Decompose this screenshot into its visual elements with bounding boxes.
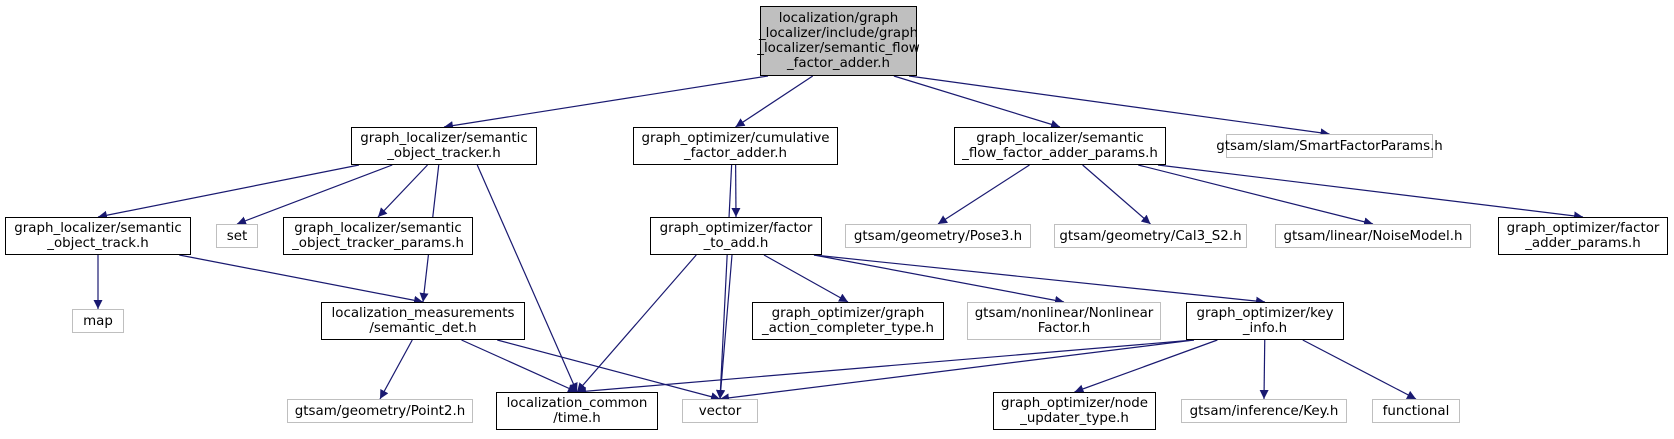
node-root-file: localization/graph _localizer/include/gr… [757, 6, 920, 76]
node-point2: gtsam/geometry/Point2.h [287, 399, 473, 423]
node-cal3-s2: gtsam/geometry/Cal3_S2.h [1054, 224, 1247, 248]
edge-kinfo-to-key [1259, 339, 1269, 400]
node-smart-factor-params: gtsam/slam/SmartFactorParams.h [1216, 134, 1443, 158]
node-semantic-flow-factor-adder-params[interactable]: graph_localizer/semantic _flow_factor_ad… [954, 127, 1166, 165]
edge-sot-to-sotk [97, 164, 360, 220]
edge-sotk-to-sdet [179, 254, 424, 305]
edge-sffap-to-cal3 [1082, 164, 1151, 225]
node-semantic-det[interactable]: localization_measurements /semantic_det.… [321, 302, 525, 340]
node-vector: vector [682, 399, 758, 423]
node-factor-adder-params[interactable]: graph_optimizer/factor _adder_params.h [1498, 217, 1668, 255]
node-inference-key: gtsam/inference/Key.h [1181, 399, 1347, 423]
edge-root-to-cfa [735, 75, 814, 128]
edge-fta-to-time [576, 254, 697, 393]
edge-cfa-to-vector [715, 164, 733, 400]
node-semantic-object-track[interactable]: graph_localizer/semantic _object_track.h [5, 217, 191, 255]
edge-fta-to-vector [716, 254, 733, 400]
node-key-info[interactable]: graph_optimizer/key _info.h [1186, 302, 1344, 340]
edge-fta-to-nlf [813, 254, 1065, 305]
node-factor-to-add[interactable]: graph_optimizer/factor _to_add.h [650, 217, 822, 255]
node-localization-common-time[interactable]: localization_common /time.h [496, 392, 658, 430]
edge-kinfo-to-nut [1074, 339, 1218, 394]
edge-sot-to-time [476, 164, 578, 393]
node-set: set [216, 224, 258, 248]
edge-fta-to-gact [763, 254, 849, 303]
node-functional: functional [1372, 399, 1460, 423]
node-semantic-object-tracker[interactable]: graph_localizer/semantic _object_tracker… [351, 127, 537, 165]
edge-root-to-sffap [893, 75, 1061, 129]
edge-sot-to-sotp [377, 164, 428, 218]
node-semantic-object-tracker-params[interactable]: graph_localizer/semantic _object_tracker… [283, 217, 473, 255]
node-map: map [72, 309, 124, 333]
edge-fta-to-kinfo [813, 254, 1266, 306]
node-pose3: gtsam/geometry/Pose3.h [845, 224, 1031, 248]
node-graph-action-completer-type[interactable]: graph_optimizer/graph _action_completer_… [752, 302, 944, 340]
node-cumulative-factor-adder[interactable]: graph_optimizer/cumulative _factor_adder… [633, 127, 838, 165]
edge-sffap-to-pose3 [937, 164, 1030, 225]
edge-kinfo-to-time [576, 339, 1195, 396]
edge-kinfo-to-vector [719, 339, 1195, 403]
edge-sffap-to-fap [1157, 164, 1584, 221]
edge-sdet-to-pt2 [379, 339, 413, 400]
node-nonlinear-factor: gtsam/nonlinear/Nonlinear Factor.h [967, 302, 1161, 340]
node-node-updater-type[interactable]: graph_optimizer/node _updater_type.h [993, 392, 1156, 430]
edge-sdet-to-vector [497, 339, 721, 402]
edge-root-to-sfp [908, 75, 1330, 138]
edge-sot-to-set [236, 164, 393, 226]
node-noise-model: gtsam/linear/NoiseModel.h [1275, 224, 1471, 248]
edge-sdet-to-time [461, 339, 578, 393]
edge-root-to-sot [443, 75, 769, 131]
edge-sffap-to-noise [1138, 164, 1374, 227]
edge-kinfo-to-func [1302, 339, 1417, 400]
